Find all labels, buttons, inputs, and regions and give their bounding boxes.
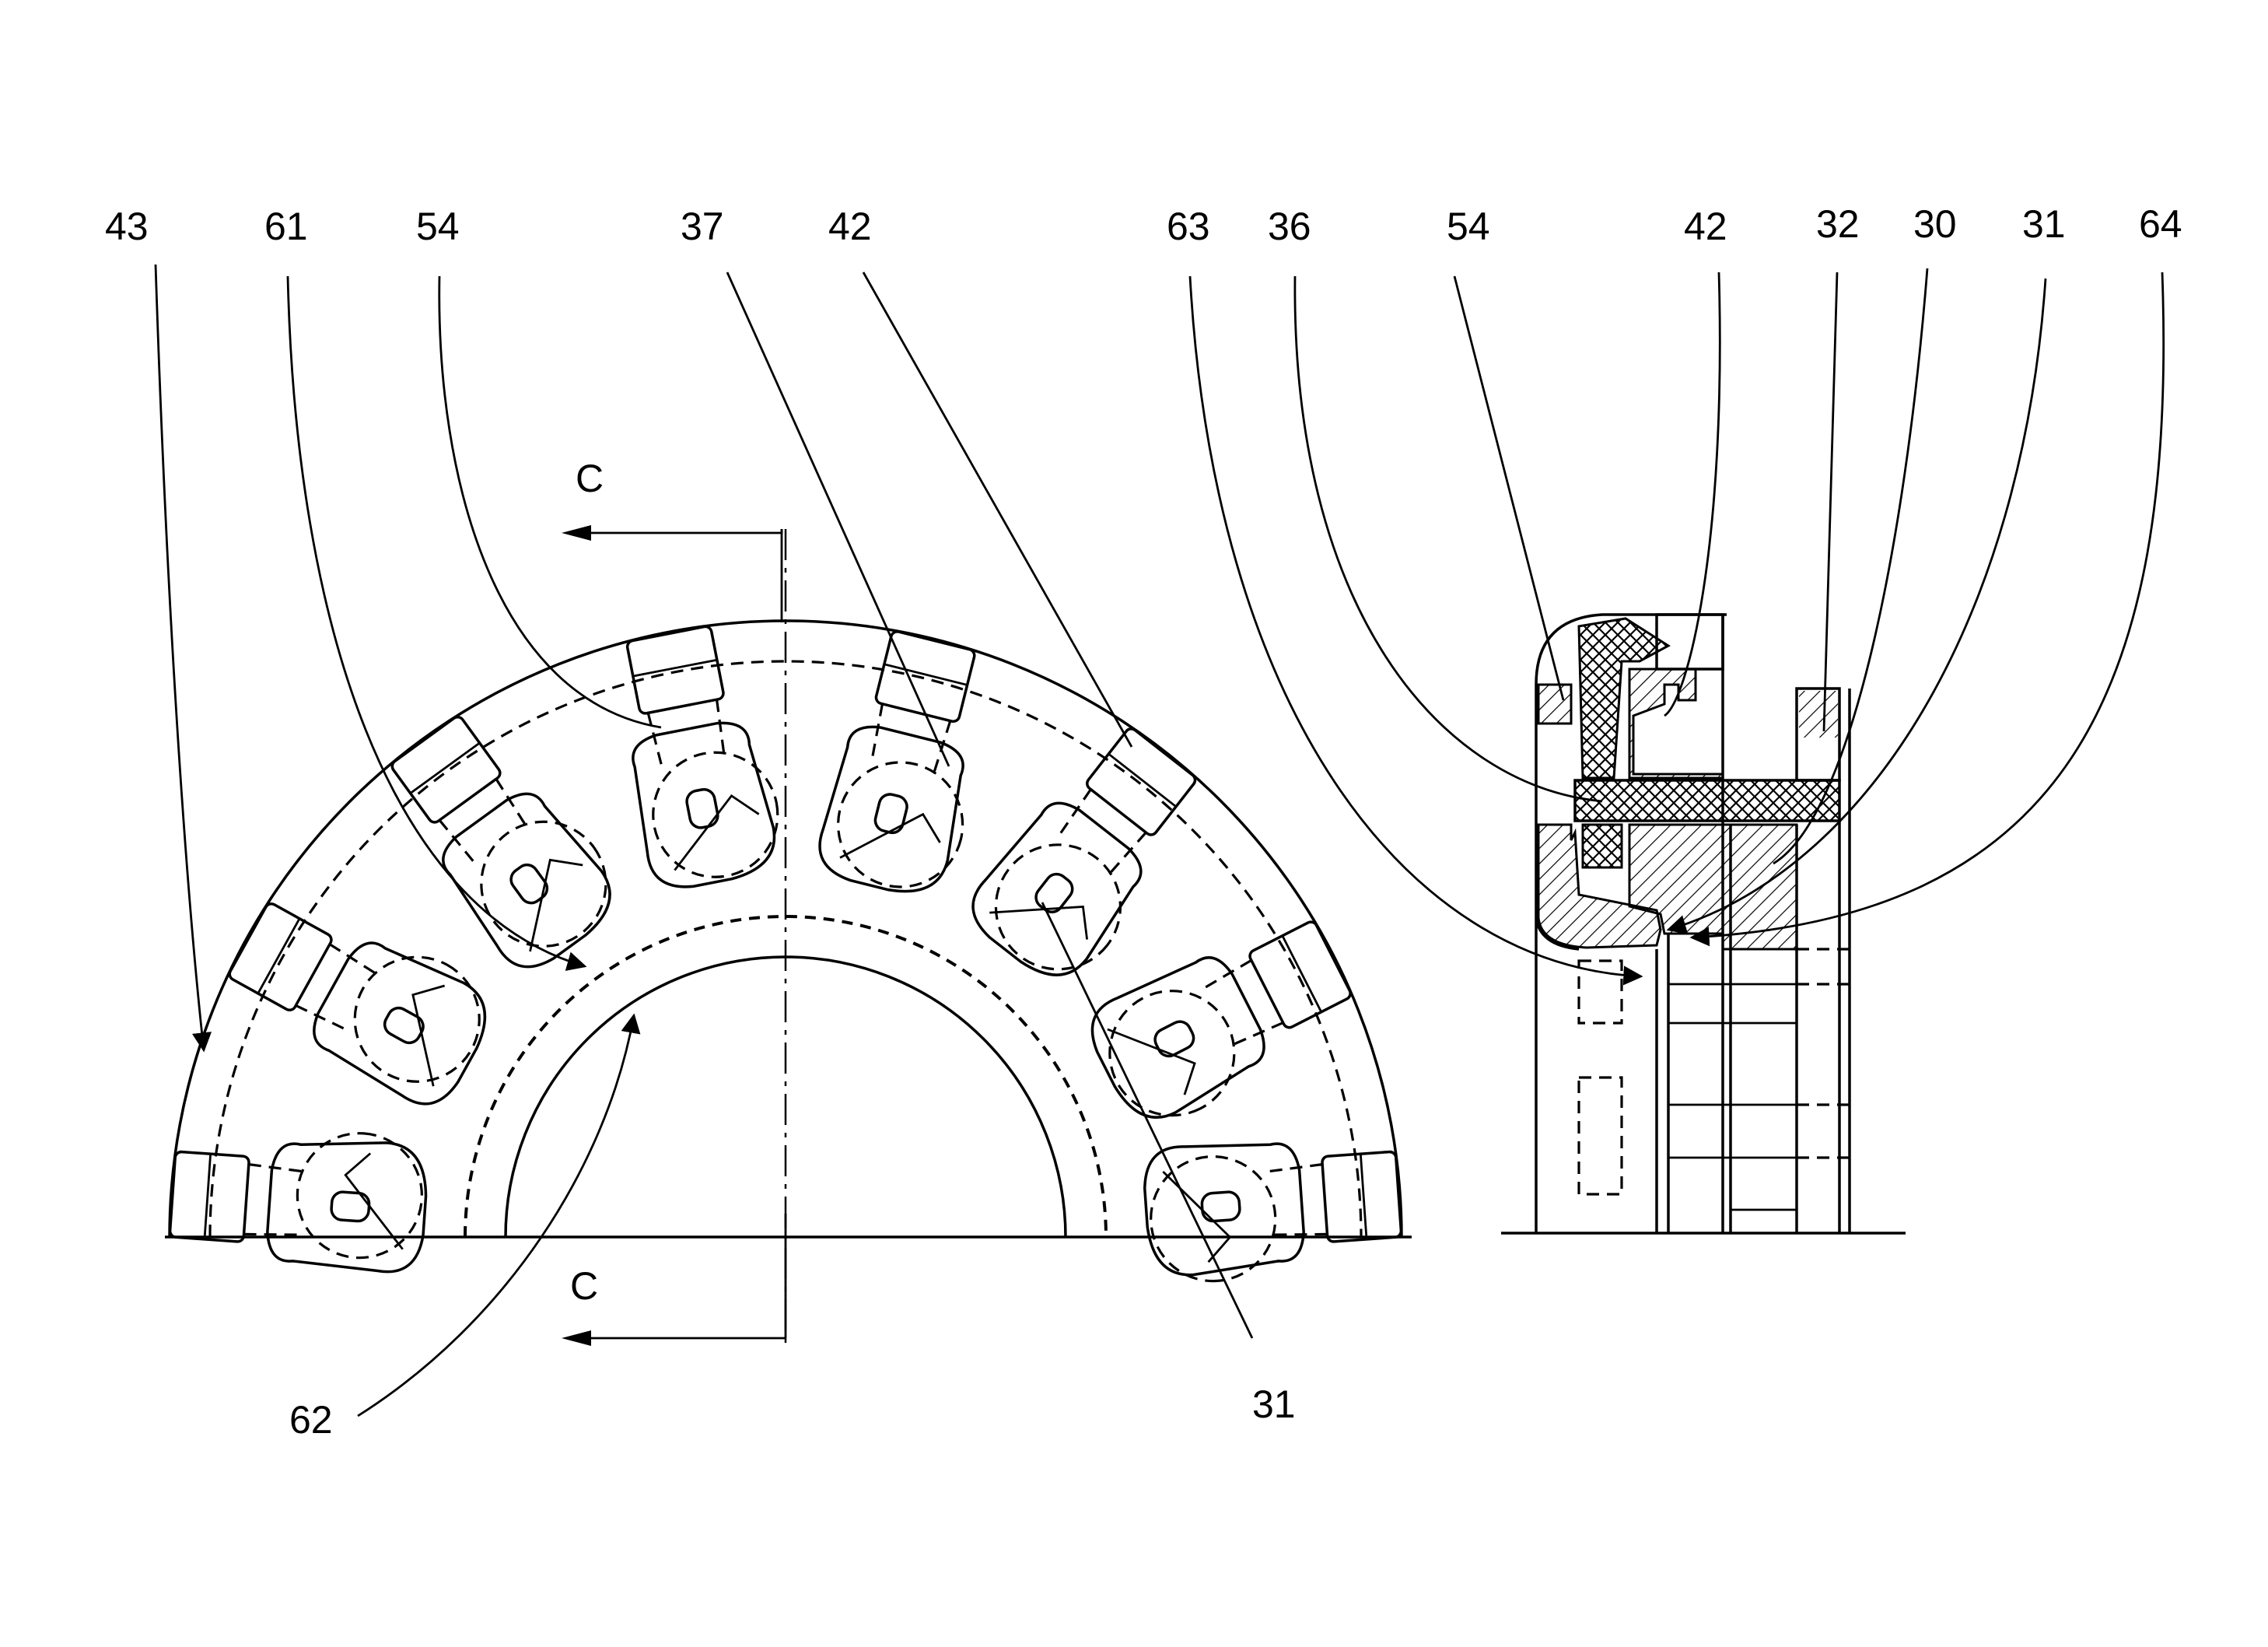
- label-54-left: 54: [416, 205, 460, 248]
- section-arrow-top: [568, 529, 782, 533]
- leader-42-left: [863, 272, 1132, 747]
- rim-segment: [227, 902, 384, 1041]
- insert-pocket: [265, 1127, 430, 1274]
- stack-ribs: [1579, 949, 1850, 1210]
- bolt-36: [1575, 780, 1839, 821]
- label-31-right: 31: [2022, 202, 2066, 246]
- rim-segment: [626, 626, 735, 772]
- label-62: 62: [289, 1398, 333, 1442]
- section-view: 63 36 54 42 32 30 31 64: [1167, 202, 2182, 1233]
- insert-pocket: [625, 715, 789, 894]
- label-42-right: 42: [1684, 205, 1727, 248]
- insert-pocket: [303, 922, 505, 1116]
- label-42-left: 42: [828, 205, 872, 248]
- leader-32: [1824, 272, 1837, 731]
- label-30: 30: [1913, 202, 1957, 246]
- leader-54-left: [439, 276, 661, 727]
- label-64: 64: [2139, 202, 2182, 246]
- leader-54-right: [1454, 276, 1563, 700]
- rim-segment: [170, 1151, 307, 1246]
- section-line-c: C C: [562, 457, 786, 1346]
- label-31-left: 31: [1252, 1382, 1296, 1426]
- leader-61: [288, 276, 585, 966]
- rim-segment: [390, 715, 537, 872]
- leader-37: [727, 272, 949, 766]
- leader-62: [358, 1015, 634, 1416]
- rim-segment: [1195, 920, 1352, 1056]
- body-hatch-upper: [1538, 685, 1571, 724]
- label-63: 63: [1167, 205, 1210, 248]
- label-37: 37: [681, 205, 724, 248]
- front-view: C C 43 61 54 37 42 62 31: [105, 205, 1412, 1442]
- rim-segment: [861, 630, 976, 780]
- leader-31-left: [1042, 902, 1252, 1338]
- label-61: 61: [264, 205, 308, 248]
- seal-ring-lower: [1583, 825, 1622, 867]
- label-54-right: 54: [1447, 205, 1490, 248]
- section-mark-bottom: C: [570, 1264, 598, 1308]
- insert-pocket: [812, 720, 982, 903]
- label-32: 32: [1816, 202, 1860, 246]
- insert-holder: [1629, 669, 1723, 778]
- rim-segment: [1264, 1151, 1402, 1246]
- leader-42-right: [1664, 272, 1720, 716]
- section-mark-top: C: [576, 457, 604, 500]
- label-43: 43: [105, 205, 149, 248]
- label-36: 36: [1268, 205, 1311, 248]
- leader-43: [156, 265, 204, 1050]
- ring-32-hatch: [1799, 691, 1838, 738]
